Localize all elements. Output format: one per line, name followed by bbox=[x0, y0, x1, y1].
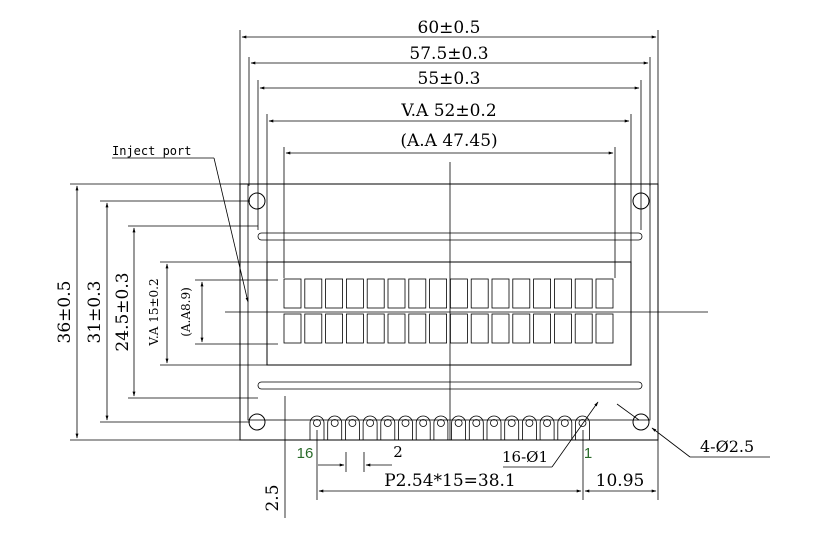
view-area-height-label: V.A 15±0.2 bbox=[147, 278, 161, 346]
pin-hole bbox=[383, 419, 392, 427]
pin-hole bbox=[366, 419, 375, 427]
outer-height-label: 31±0.3 bbox=[85, 281, 105, 344]
character-cell bbox=[283, 278, 302, 309]
bottom-dimensions: 2.5 16 1 2 16-Ø1 P2.54*15=38.1 10.95 4-Ø… bbox=[263, 396, 770, 518]
character-cell bbox=[595, 278, 614, 309]
pin-hole bbox=[560, 419, 569, 427]
inject-port-callout: Inject port bbox=[112, 144, 249, 303]
pin-hole bbox=[507, 419, 516, 427]
pin-pad bbox=[486, 415, 502, 440]
character-cell bbox=[408, 313, 427, 344]
pin-hole bbox=[543, 419, 551, 427]
pin-hole bbox=[401, 419, 410, 427]
outer-width-label: 57.5±0.3 bbox=[409, 44, 488, 64]
character-cell bbox=[283, 313, 302, 344]
character-cell bbox=[429, 278, 448, 309]
pin-hole bbox=[525, 419, 534, 427]
character-cell bbox=[387, 278, 406, 309]
character-cell bbox=[533, 278, 551, 309]
mount-hole bbox=[248, 413, 266, 431]
character-cell bbox=[470, 313, 489, 344]
character-cell bbox=[408, 278, 427, 309]
pin-pad bbox=[433, 415, 449, 440]
pin-hole bbox=[330, 419, 339, 427]
character-cell bbox=[533, 313, 551, 344]
pin-header bbox=[309, 415, 590, 440]
character-cell bbox=[304, 278, 323, 309]
pin-hole bbox=[348, 419, 357, 427]
pin-pad bbox=[362, 415, 378, 440]
pin-pad bbox=[380, 415, 396, 440]
character-cell bbox=[491, 313, 510, 344]
pin-pad bbox=[468, 415, 484, 440]
character-cell bbox=[554, 278, 572, 309]
view-area-width-label: V.A 52±0.2 bbox=[400, 101, 496, 121]
character-cell bbox=[574, 278, 593, 309]
character-cell bbox=[366, 313, 385, 344]
mount-hole bbox=[632, 413, 650, 431]
pin-hole bbox=[578, 419, 587, 427]
pin-16-label: 16 bbox=[297, 445, 314, 462]
character-cell bbox=[554, 313, 572, 344]
pin-pad bbox=[522, 415, 537, 440]
pin-pad bbox=[398, 415, 413, 440]
character-cell bbox=[470, 278, 489, 309]
pin-pad bbox=[415, 415, 431, 440]
character-cell bbox=[449, 313, 468, 344]
character-cell bbox=[449, 278, 468, 309]
active-area-width-label: (A.A 47.45) bbox=[400, 131, 497, 151]
pin-hole bbox=[436, 419, 445, 427]
pin-1-label: 1 bbox=[584, 445, 592, 462]
overall-height-label: 36±0.5 bbox=[55, 281, 75, 344]
character-cell bbox=[345, 278, 364, 309]
pin-pad bbox=[575, 415, 590, 440]
character-cell bbox=[595, 313, 614, 344]
character-cell bbox=[325, 313, 344, 344]
pin-hole bbox=[454, 419, 463, 427]
center-lines bbox=[225, 162, 708, 440]
pin-hole bbox=[419, 419, 428, 427]
character-cell bbox=[512, 278, 531, 309]
standoff-label: 2.5 bbox=[263, 484, 283, 511]
character-cell bbox=[304, 313, 323, 344]
pcb-width-label: 55±0.3 bbox=[418, 69, 481, 89]
pin-hole bbox=[472, 419, 481, 427]
mount-holes bbox=[248, 192, 650, 431]
top-dimensions: 60±0.5 57.5±0.3 55±0.3 V.A 52±0.2 (A.A 4… bbox=[239, 18, 659, 278]
character-cell bbox=[491, 278, 510, 309]
pin-pitch-label: P2.54*15=38.1 bbox=[384, 471, 516, 491]
inject-port-label: Inject port bbox=[112, 144, 191, 158]
character-cell bbox=[429, 313, 448, 344]
character-cell bbox=[366, 278, 385, 309]
viewing-area bbox=[266, 261, 632, 366]
pin-pitch-single-label: 2 bbox=[393, 443, 403, 461]
pin-pad bbox=[451, 415, 466, 440]
pin-pad bbox=[539, 415, 555, 440]
pcb-height-label: 24.5±0.3 bbox=[113, 272, 133, 351]
character-cell bbox=[512, 313, 531, 344]
pin-pad bbox=[309, 415, 325, 440]
left-dimensions: 36±0.5 31±0.3 24.5±0.3 V.A 15±0.2 (A.A8.… bbox=[55, 183, 278, 441]
character-cell bbox=[345, 313, 364, 344]
pin-pad bbox=[504, 415, 520, 440]
pcb-frame bbox=[247, 183, 651, 421]
pin-hole bbox=[490, 419, 498, 427]
mount-hole-label: 4-Ø2.5 bbox=[700, 437, 754, 456]
pin-offset-label: 10.95 bbox=[596, 471, 645, 491]
mount-hole bbox=[248, 192, 266, 210]
character-cells bbox=[283, 278, 614, 344]
active-area-height-label: (A.A8.9) bbox=[179, 287, 193, 337]
overall-width-label: 60±0.5 bbox=[418, 18, 481, 38]
pin-pad bbox=[557, 415, 573, 440]
pin-hole-label: 16-Ø1 bbox=[502, 448, 548, 466]
character-cell bbox=[387, 313, 406, 344]
character-cell bbox=[574, 313, 593, 344]
pin-pad bbox=[327, 415, 343, 440]
pin-pad bbox=[345, 415, 360, 440]
character-cell bbox=[325, 278, 344, 309]
pin-hole bbox=[313, 419, 321, 427]
